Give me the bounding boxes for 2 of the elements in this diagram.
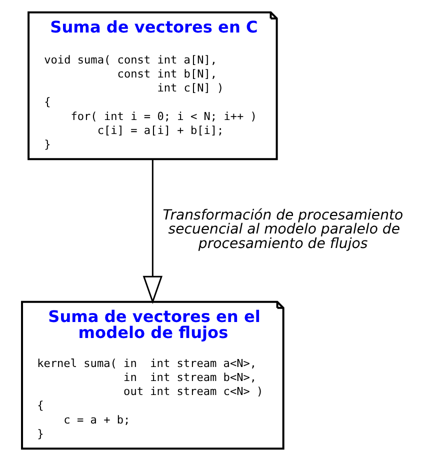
edge-label: Transformación de procesamiento secuencial al modelo paralelo de procesamiento de flujos — [162, 208, 404, 252]
arrow — [142, 159, 163, 304]
